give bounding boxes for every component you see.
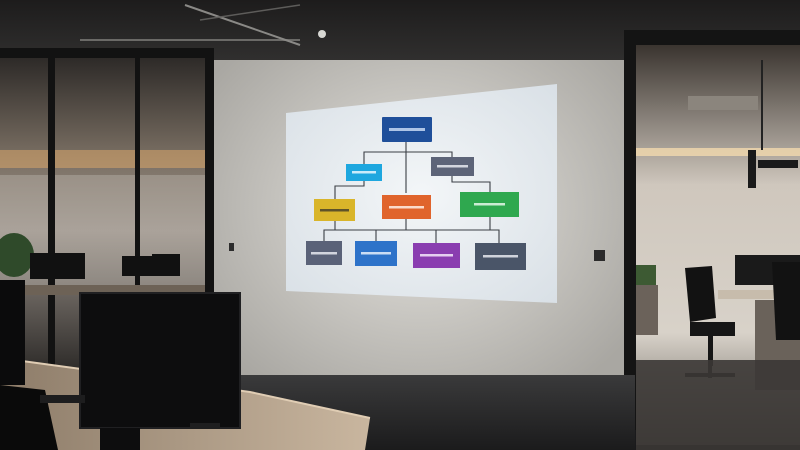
wall-switch-left: [229, 243, 234, 251]
diagram-node-root: [382, 117, 432, 142]
office-chair: [685, 266, 716, 322]
ceiling-light: [318, 30, 326, 38]
diagram-node-level4-grey: [306, 241, 342, 265]
diagram-node-level4-slate: [475, 243, 526, 270]
diagram-node-level4-purple: [413, 243, 460, 268]
diagram-node-level2-right: [431, 157, 474, 176]
diagram-node-level2-left: [346, 164, 382, 181]
left-monitor: [0, 280, 25, 385]
wall-switch-right: [594, 250, 605, 261]
pendant-lamp: [748, 150, 756, 188]
air-vent: [688, 96, 758, 110]
diagram-node-level3-orange: [382, 195, 431, 219]
foreground-monitor: [79, 292, 241, 429]
diagram-node-level3-green: [460, 192, 519, 217]
diagram-node-level3-yellow: [314, 199, 355, 221]
diagram-node-level4-blue: [355, 241, 397, 266]
diagram-connectors: [323, 142, 500, 243]
plant: [0, 233, 34, 277]
